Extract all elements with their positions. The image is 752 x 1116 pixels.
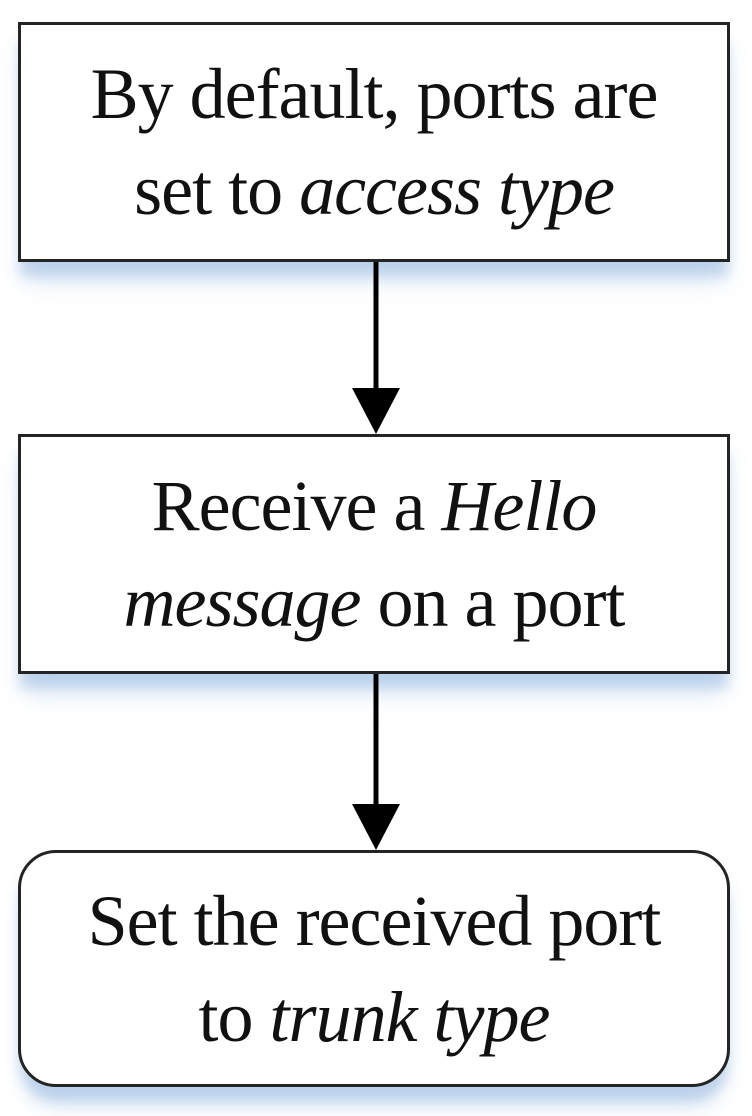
text-segment-italic: message <box>123 562 362 642</box>
connector-arrow-2 <box>352 674 400 850</box>
node-text-line: Receive a Hello <box>151 458 598 554</box>
text-segment: Set the received port <box>87 880 662 961</box>
connector-arrow-1 <box>352 262 400 434</box>
text-segment: to <box>198 976 270 1057</box>
text-segment-italic: access type <box>299 150 615 230</box>
text-segment: Receive a <box>151 466 442 546</box>
text-segment: set to <box>134 150 300 230</box>
node-text-line: By default, ports are <box>90 46 659 142</box>
node-text-line: to trunk type <box>198 969 551 1065</box>
node-receive-hello: Receive a Hello message on a port <box>18 434 730 674</box>
node-text-line: set to access type <box>134 142 615 238</box>
text-segment: By default, ports are <box>90 54 659 134</box>
node-text-line: message on a port <box>123 554 626 650</box>
arrow-head-icon <box>352 388 400 434</box>
node-default-access: By default, ports are set to access type <box>18 22 730 262</box>
text-segment-italic: trunk type <box>269 976 551 1057</box>
text-segment: on a port <box>360 562 626 642</box>
text-segment-italic: Hello <box>441 466 597 546</box>
arrow-head-icon <box>352 804 400 850</box>
node-set-trunk: Set the received port to trunk type <box>18 850 730 1087</box>
node-text-line: Set the received port <box>87 873 662 969</box>
